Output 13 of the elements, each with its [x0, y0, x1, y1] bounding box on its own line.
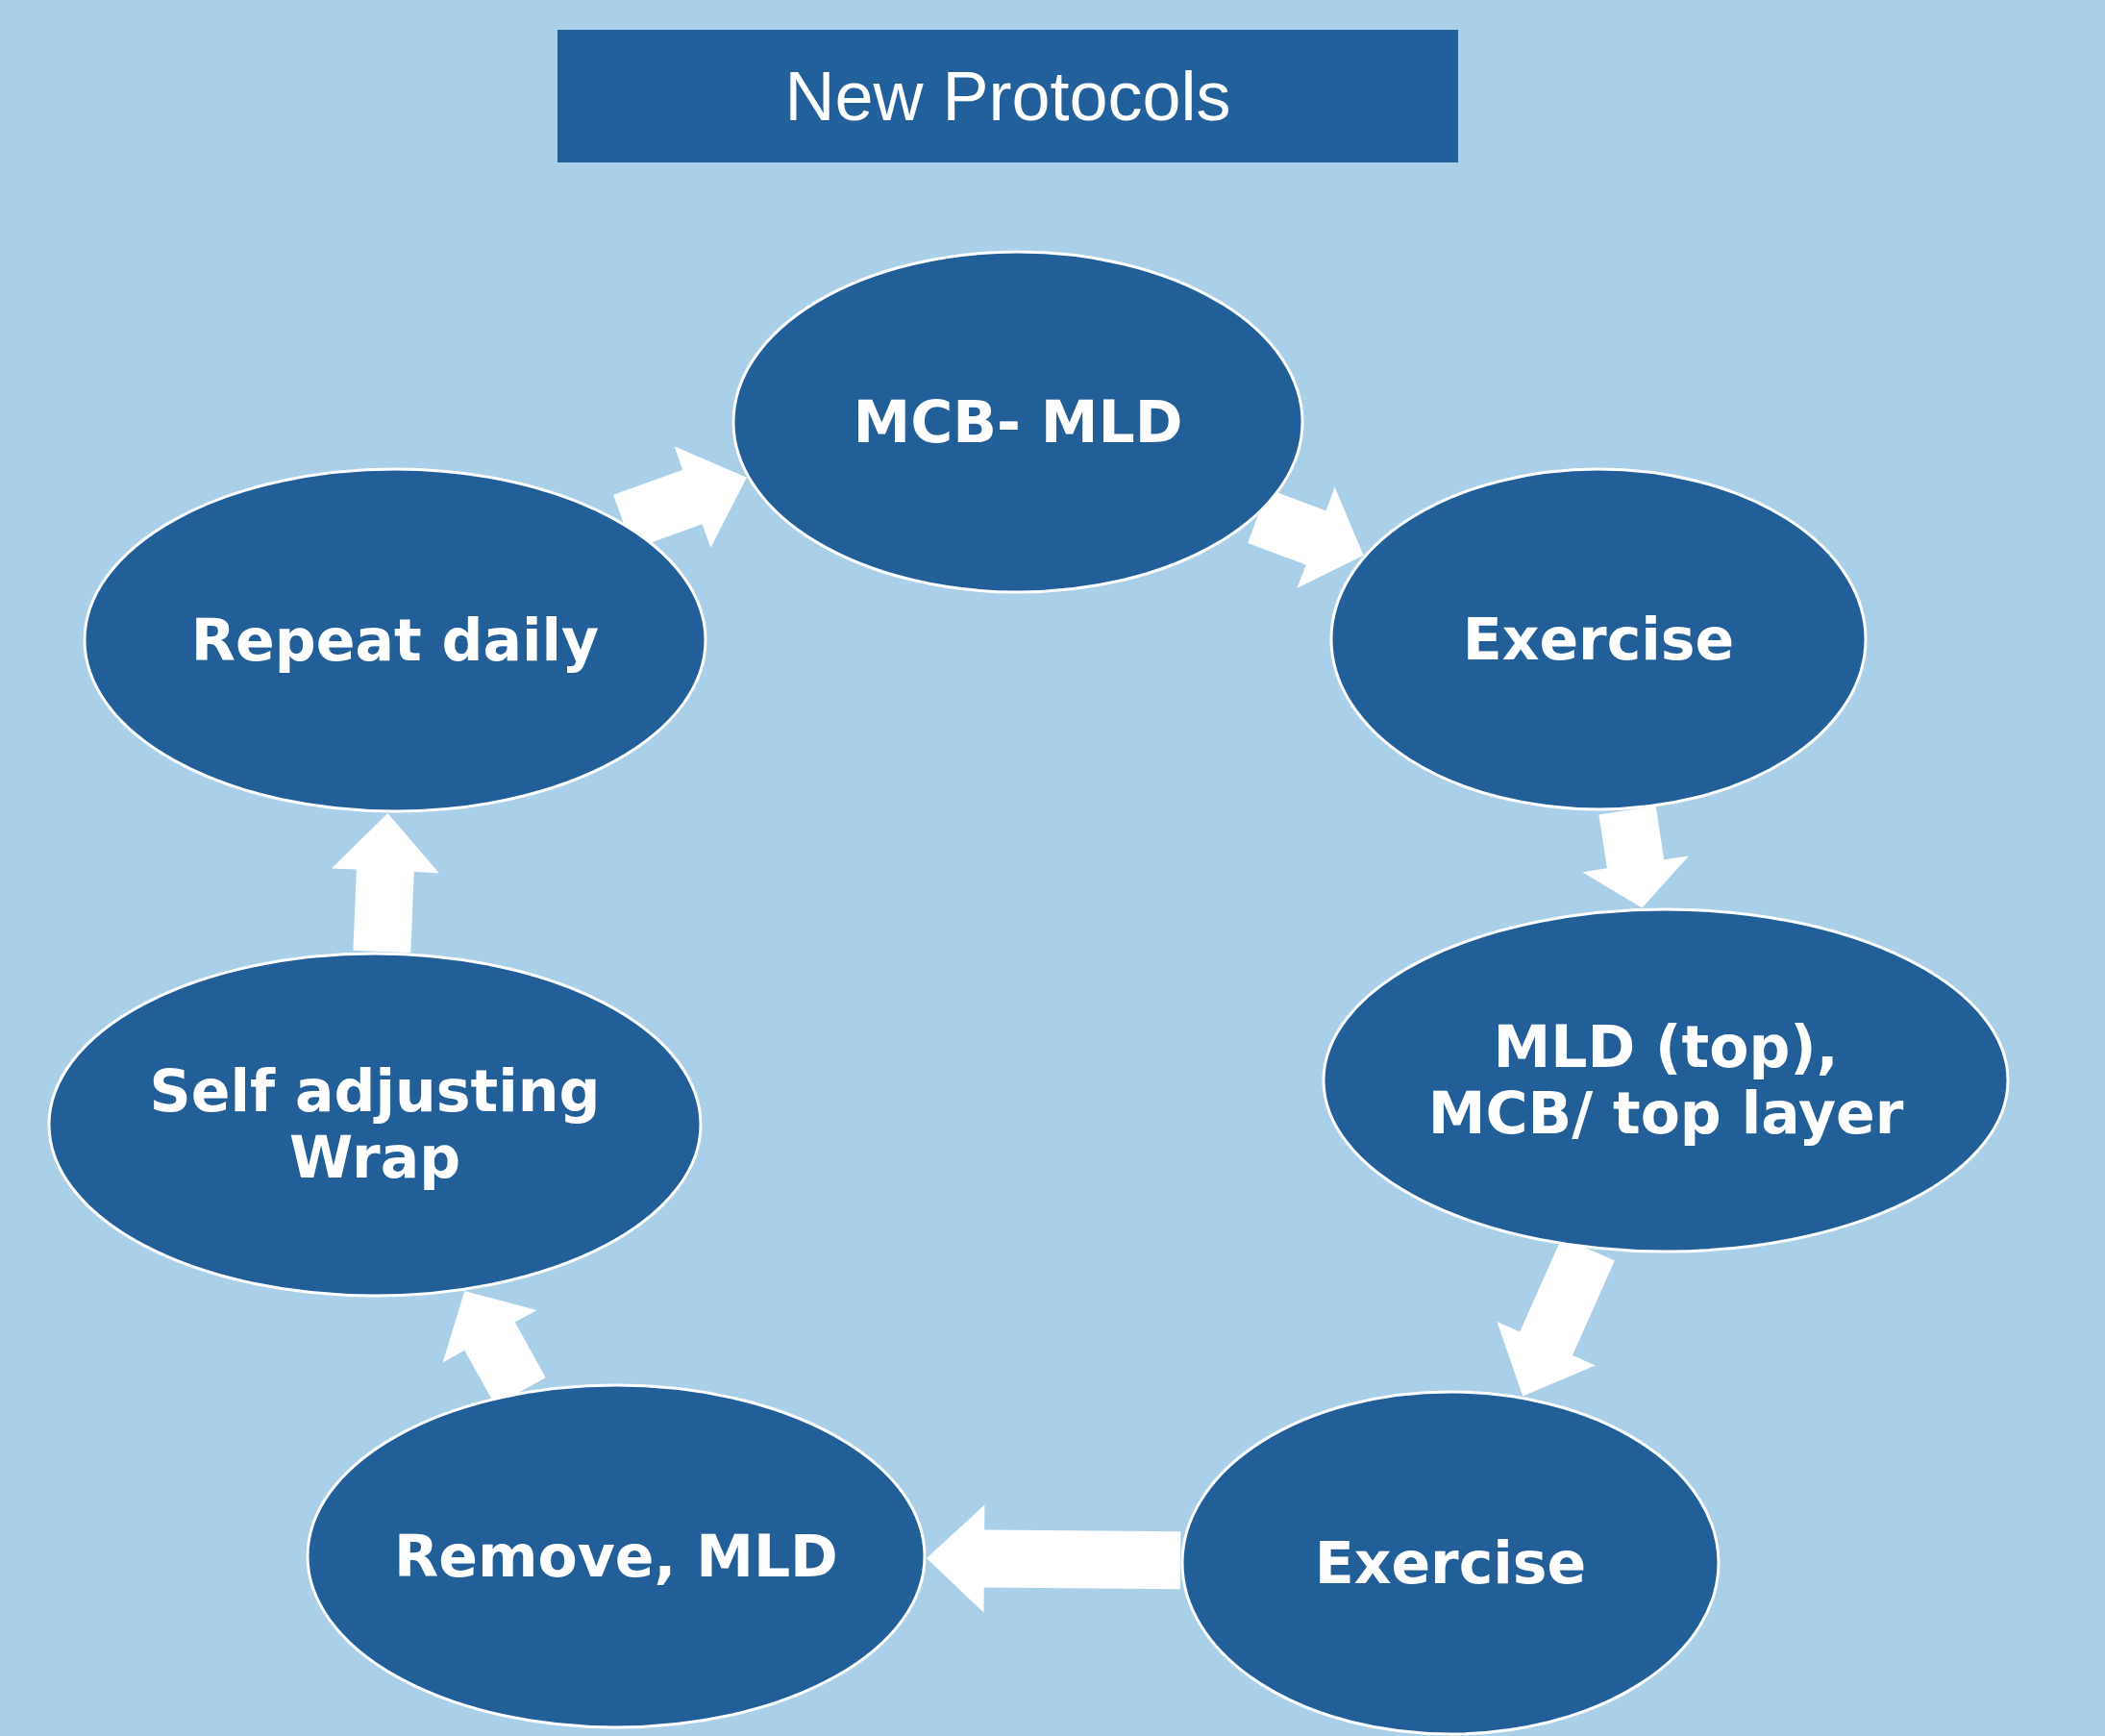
step-label: Exercise — [1462, 606, 1735, 673]
block-arrow — [613, 446, 747, 550]
step-label: Repeat daily — [190, 607, 600, 674]
step-label: Exercise — [1314, 1529, 1587, 1597]
step-label: MLD (top), MCB/ top layer — [1426, 1014, 1905, 1147]
block-arrow — [927, 1504, 1181, 1613]
block-arrow — [1248, 486, 1364, 588]
step-label: Remove, MLD — [394, 1523, 838, 1590]
step-label: MCB- MLD — [853, 388, 1183, 456]
title-banner: New Protocols — [557, 30, 1458, 162]
block-arrow — [1582, 806, 1689, 908]
step-label: Self adjusting Wrap — [148, 1058, 602, 1191]
block-arrow — [331, 813, 439, 954]
